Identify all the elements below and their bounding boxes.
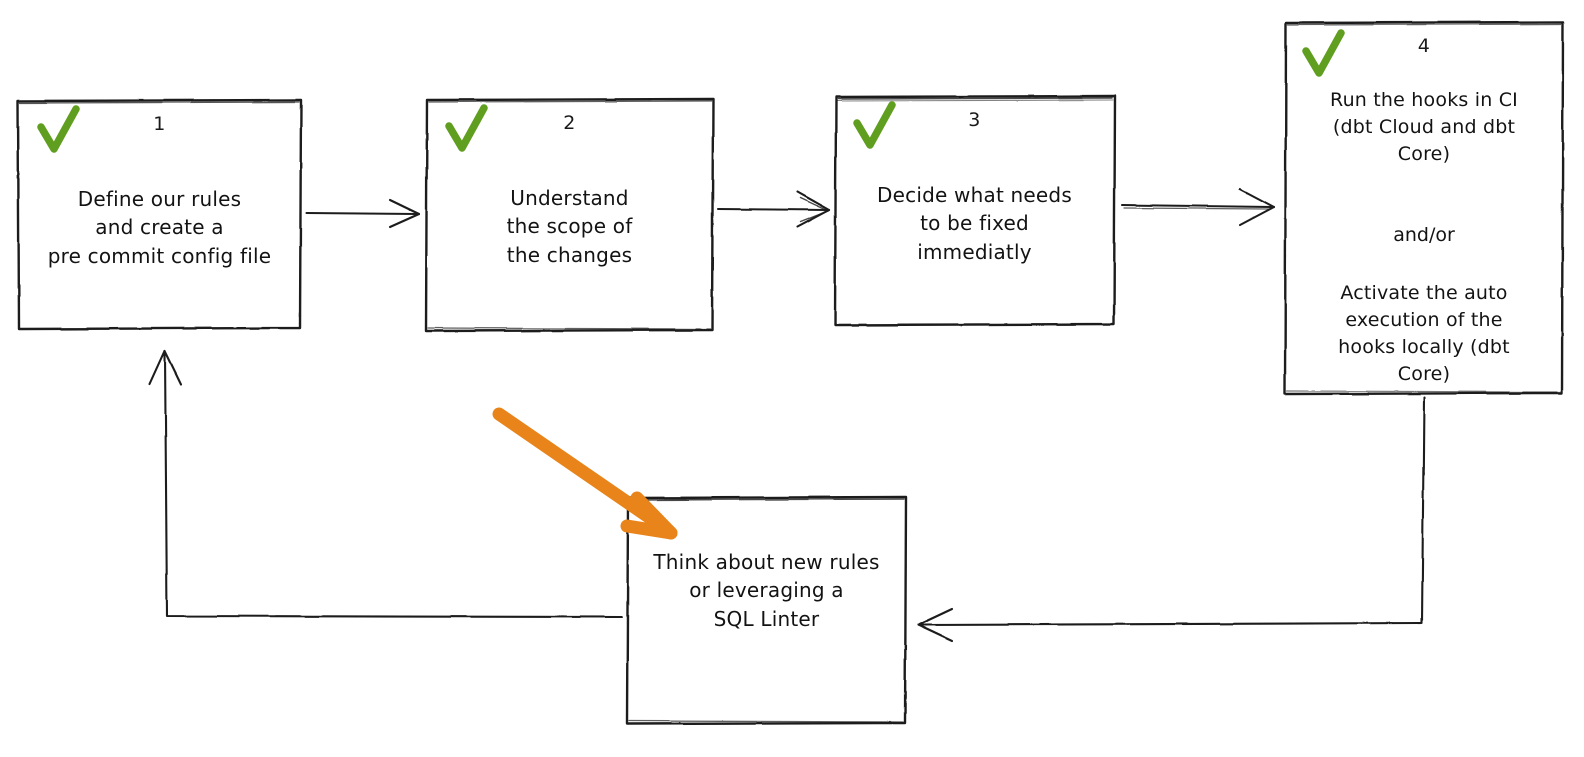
connector-1-to-2	[304, 198, 421, 229]
node-4-text: Run the hooks in CI (dbt Cloud and dbt C…	[1330, 89, 1518, 165]
node-3-text: Decide what needs to be fixed immediatly	[877, 183, 1072, 264]
node-4-number: 4	[1417, 35, 1431, 57]
connector-2-to-3	[716, 190, 831, 229]
node-3-number: 3	[968, 109, 981, 131]
node-2-number: 2	[563, 112, 576, 134]
node-1-text: Define our rules and create a pre commit…	[47, 187, 272, 268]
green-check-icon	[1302, 29, 1345, 77]
node-4-text-b: and/or	[1393, 224, 1455, 246]
green-check-icon	[853, 101, 896, 149]
node-step-2[interactable]: 2 Understand the scope of the changes	[425, 98, 714, 331]
node-1-number: 1	[153, 113, 166, 135]
node-step-4[interactable]: 4 Run the hooks in CI (dbt Cloud and dbt…	[1284, 21, 1564, 394]
node-step-1[interactable]: 1 Define our rules and create a pre comm…	[17, 99, 302, 329]
node-2-text: Understand the scope of the changes	[506, 186, 633, 267]
connector-4-to-5	[916, 395, 1426, 643]
connector-5-to-1	[148, 349, 624, 619]
green-check-icon	[37, 105, 80, 153]
node-step-3[interactable]: 3 Decide what needs to be fixed immediat…	[833, 95, 1116, 325]
node-5-text: Think about new rules or leveraging a SQ…	[653, 550, 880, 631]
connector-3-to-4	[1120, 187, 1276, 227]
green-check-icon	[445, 104, 488, 152]
node-4-text-c: Activate the auto execution of the hooks…	[1338, 282, 1510, 385]
node-step-5[interactable]: Think about new rules or leveraging a SQ…	[626, 496, 907, 724]
